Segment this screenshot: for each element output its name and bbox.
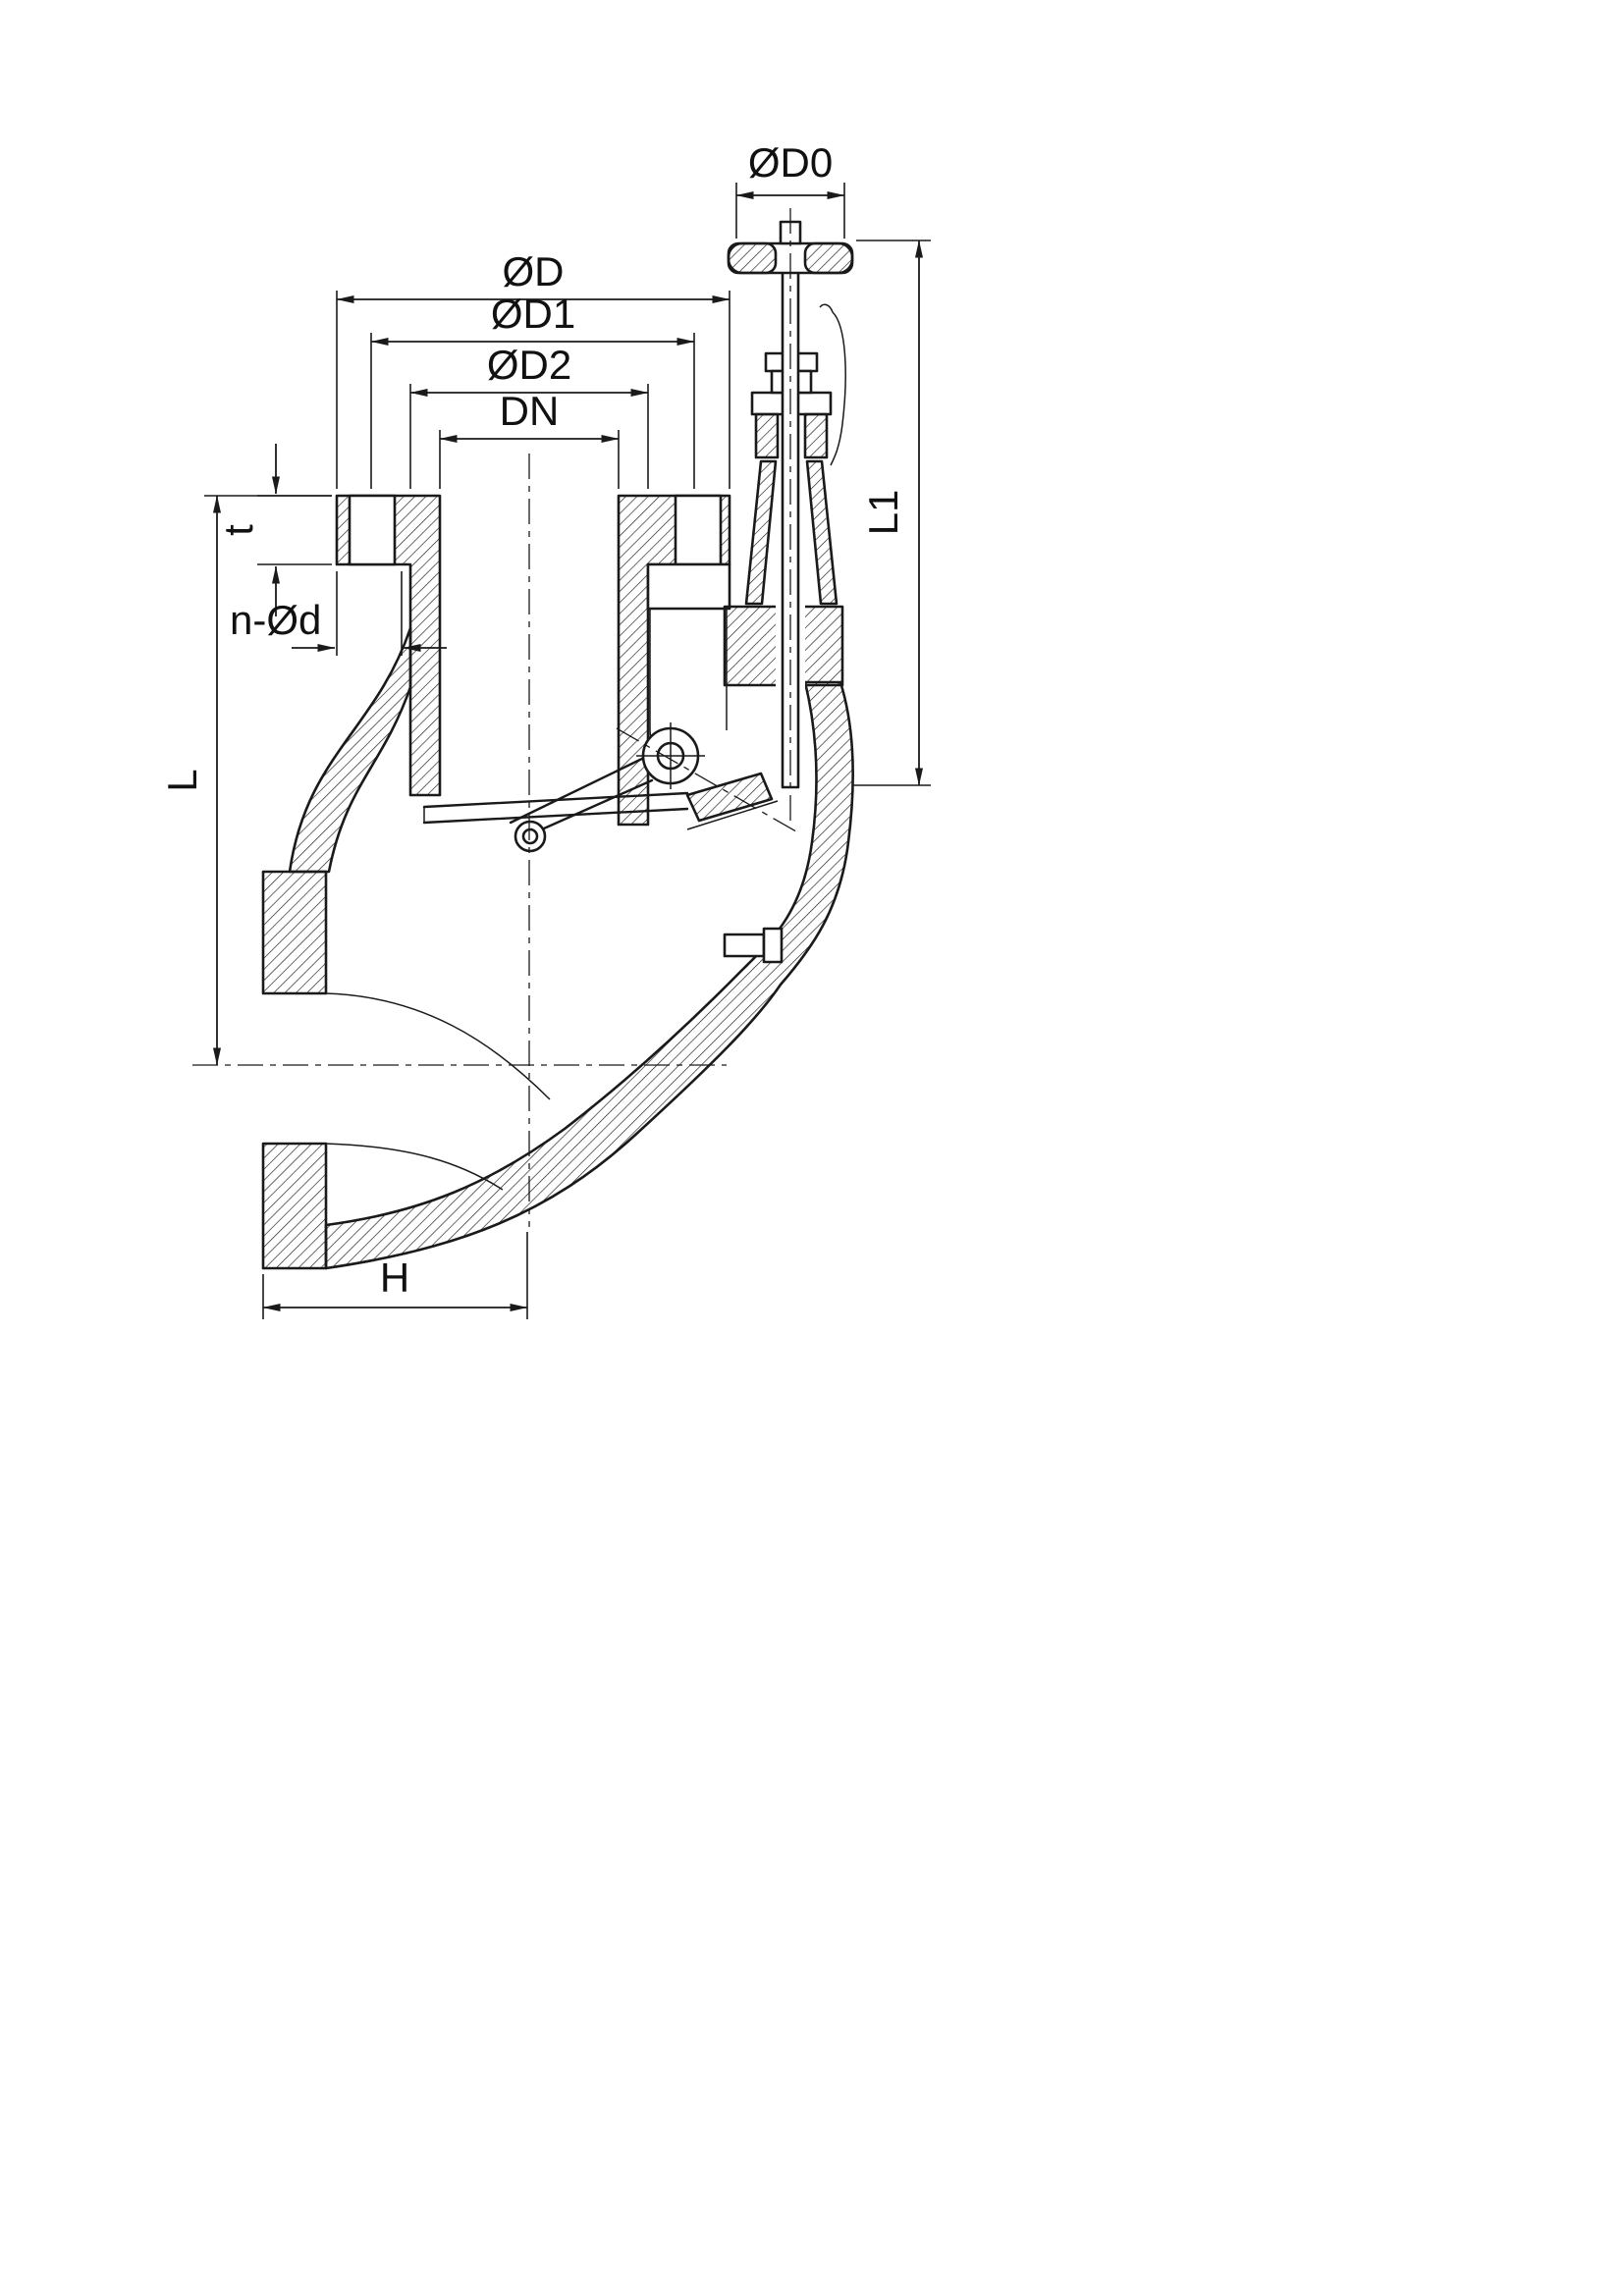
dim-d1: ØD1 bbox=[370, 291, 695, 489]
dim-n-od: n-Ød bbox=[230, 571, 447, 656]
seat-plate-bottom-line bbox=[422, 807, 689, 825]
lever-pivot-bore bbox=[521, 828, 539, 845]
dim-label-dn: DN bbox=[500, 388, 560, 434]
disc-centerline bbox=[616, 727, 802, 835]
dim-label-h: H bbox=[380, 1255, 409, 1301]
body-wall-band bbox=[324, 680, 854, 1270]
valve-body bbox=[261, 494, 854, 1270]
dim-dn: DN bbox=[439, 388, 620, 489]
dim-label-t: t bbox=[215, 524, 261, 536]
dim-d: ØD bbox=[336, 248, 730, 489]
flange-bolt-hole-right bbox=[674, 494, 723, 566]
disc-section bbox=[685, 772, 774, 823]
disc-edge-line bbox=[686, 800, 779, 830]
dim-d0: ØD0 bbox=[735, 139, 845, 239]
outlet-bore-bottom-line bbox=[325, 1143, 504, 1191]
dim-label-d1: ØD1 bbox=[491, 291, 575, 337]
retaining-clip bbox=[819, 303, 846, 466]
bonnet-bracket bbox=[646, 562, 731, 611]
handwheel-rim-right bbox=[803, 241, 854, 275]
dim-label-d0: ØD0 bbox=[748, 139, 833, 186]
inlet-flange-left-section bbox=[335, 494, 442, 797]
dim-l1: L1 bbox=[852, 240, 931, 786]
lever-arm-top bbox=[509, 754, 650, 825]
dim-d2: ØD2 bbox=[409, 342, 649, 489]
outlet-flange-upper-block bbox=[261, 870, 328, 995]
centerlines bbox=[192, 208, 791, 1227]
cover-bolt-nut bbox=[762, 927, 784, 964]
dim-label-n-od: n-Ød bbox=[230, 597, 321, 643]
dim-label-d2: ØD2 bbox=[487, 342, 571, 388]
dim-l: L bbox=[159, 495, 332, 1066]
outlet-flange-lower-block bbox=[261, 1142, 328, 1270]
yoke-left-section bbox=[744, 459, 778, 606]
packing-right bbox=[803, 412, 829, 459]
yoke-right-section bbox=[805, 459, 839, 606]
hinge-mechanism bbox=[422, 722, 802, 853]
dim-label-d: ØD bbox=[503, 248, 565, 294]
outlet-bore-top-line bbox=[325, 992, 551, 1100]
dim-label-l: L bbox=[159, 769, 205, 791]
dim-t: t bbox=[215, 444, 332, 616]
handwheel-rim-left bbox=[727, 241, 778, 275]
flange-bolt-hole-left bbox=[348, 494, 397, 566]
packing-left bbox=[754, 412, 780, 459]
body-wall-upper-left bbox=[288, 626, 412, 874]
lever-arm-bottom bbox=[533, 778, 654, 834]
dim-h: H bbox=[262, 1232, 528, 1319]
dim-label-l1: L1 bbox=[860, 490, 906, 536]
stem-assembly bbox=[727, 220, 854, 789]
cover-bolt bbox=[723, 933, 766, 958]
